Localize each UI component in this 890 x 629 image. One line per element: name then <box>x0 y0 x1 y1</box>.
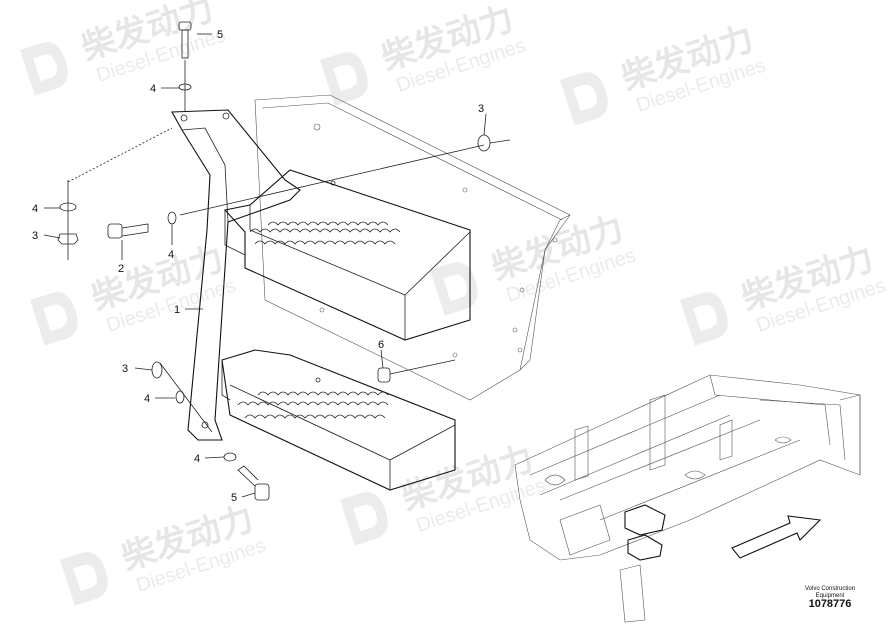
watermark-4: 柴发动力 Diesel-Engines <box>30 238 238 346</box>
callout-3-left: 3 <box>32 230 38 242</box>
part-number: 1078776 <box>808 598 852 610</box>
callout-4-top: 4 <box>150 83 156 95</box>
watermark-1: 柴发动力 Diesel-Engines <box>20 0 228 96</box>
watermark-logo-icon <box>60 552 108 606</box>
watermark-logo-icon <box>430 262 478 316</box>
watermark-logo-icon <box>320 52 368 106</box>
lower-step <box>221 349 456 491</box>
brand-line-1: Volvo Construction <box>804 586 856 592</box>
callout-4-left: 4 <box>32 203 38 215</box>
inset-lower-step <box>627 534 663 561</box>
callout-4-bottom: 4 <box>194 453 200 465</box>
bolt-6 <box>377 367 391 383</box>
watermark-logo-icon <box>340 492 388 546</box>
upper-step <box>223 169 471 341</box>
watermark-logo-icon <box>560 72 608 126</box>
callout-5-bottom: 5 <box>231 492 237 504</box>
callouts: 5 4 3 4 3 2 4 1 6 3 4 4 5 <box>32 29 484 504</box>
callout-6: 6 <box>378 339 384 351</box>
washer-lower-4 <box>175 390 185 404</box>
callout-2: 2 <box>118 263 124 275</box>
callout-1: 1 <box>174 304 180 316</box>
watermark-8: 柴发动力 Diesel-Engines <box>340 438 548 546</box>
callout-4-lower: 4 <box>144 393 150 405</box>
watermark-3: 柴发动力 Diesel-Engines <box>560 18 768 126</box>
step-bracket <box>171 109 301 441</box>
washer-right-3 <box>477 134 491 152</box>
washer-top <box>178 83 192 91</box>
inset-upper-step <box>624 504 666 536</box>
callout-4-mid: 4 <box>168 249 174 261</box>
nut-lower-3 <box>151 361 163 379</box>
watermark-6: 柴发动力 Diesel-Engines <box>680 238 888 346</box>
nut-left-3 <box>57 233 79 245</box>
bolt-top <box>178 21 192 112</box>
bolt-2 <box>107 223 149 239</box>
leader-lines <box>43 33 511 498</box>
callout-5-top: 5 <box>217 29 223 41</box>
machine-frame-inset <box>514 374 861 623</box>
watermark-7: 柴发动力 Diesel-Engines <box>60 498 268 606</box>
watermark-logo-icon <box>30 292 78 346</box>
watermark-logo-icon <box>20 42 68 96</box>
washer-2 <box>167 211 177 225</box>
frame-plate <box>254 94 571 401</box>
watermark-2: 柴发动力 Diesel-Engines <box>320 0 528 106</box>
direction-arrow-icon <box>731 515 822 559</box>
watermark-5: 柴发动力 Diesel-Engines <box>430 208 638 316</box>
washer-lower-4b <box>223 452 237 462</box>
callout-3-lower: 3 <box>122 363 128 375</box>
brand-line-2: Equipment <box>815 593 845 599</box>
watermark-logo-icon <box>680 292 728 346</box>
callout-3-right: 3 <box>478 103 484 115</box>
fasteners <box>57 21 491 501</box>
bolt-lower-5 <box>237 465 270 501</box>
